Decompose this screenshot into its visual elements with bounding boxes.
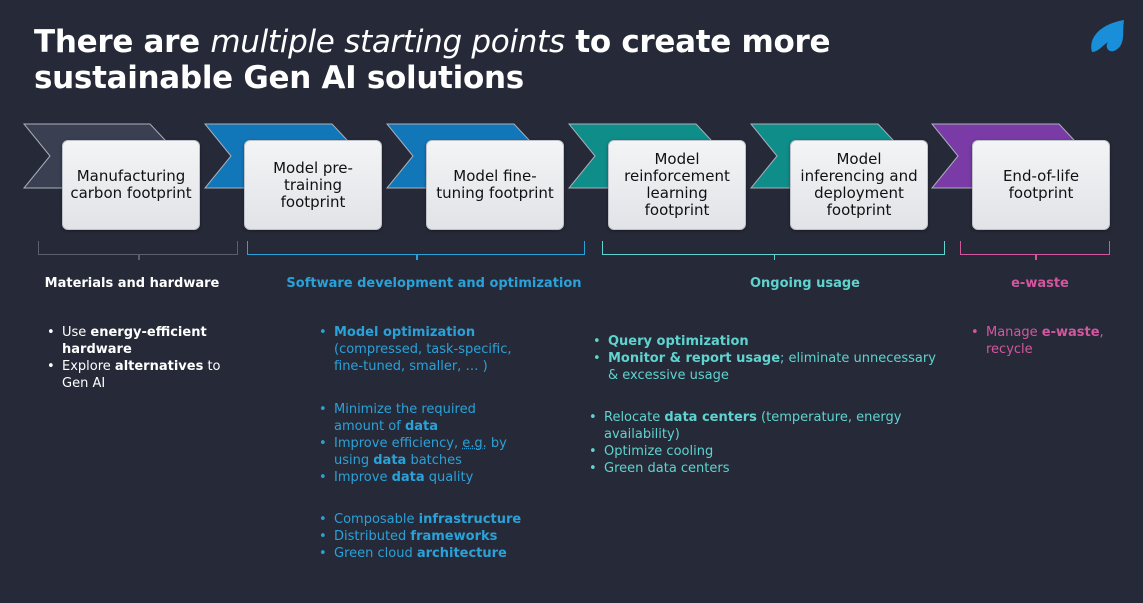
category-software: Software development and optimization xyxy=(286,276,582,291)
list-item: Green cloud architecture xyxy=(316,545,556,562)
materials-list: Use energy-efficient hardware Explore al… xyxy=(44,324,234,392)
software-list-infrastructure: Composable infrastructure Distributed fr… xyxy=(316,511,556,562)
list-item: Manage e-waste, recycle xyxy=(968,324,1118,358)
stage-box-pretraining: Model pre-training footprint xyxy=(244,140,382,230)
list-item: Optimize cooling xyxy=(586,443,906,460)
list-item: Improve data quality xyxy=(316,469,516,486)
stage-box-end-of-life: End-of-life footprint xyxy=(972,140,1110,230)
stage-box-finetuning: Model fine-tuning footprint xyxy=(426,140,564,230)
list-item: Relocate data centers (temperature, ener… xyxy=(586,409,906,443)
list-item: Distributed frameworks xyxy=(316,528,556,545)
list-item: Use energy-efficient hardware xyxy=(44,324,234,358)
list-item: Query optimization xyxy=(590,333,940,350)
title-emphasis: multiple starting points xyxy=(210,24,565,60)
usage-list-datacenters: Relocate data centers (temperature, ener… xyxy=(586,409,906,477)
list-item: Model optimization (compressed, task-spe… xyxy=(316,324,526,375)
brace-usage xyxy=(602,241,945,260)
list-item: Minimize the required amount of data xyxy=(316,401,516,435)
list-item: Monitor & report usage; eliminate unnece… xyxy=(590,350,940,384)
list-item: Explore alternatives to Gen AI xyxy=(44,358,234,392)
category-materials: Materials and hardware xyxy=(44,276,220,291)
category-ewaste: e-waste xyxy=(1011,276,1069,291)
stage-box-manufacturing: Manufacturing carbon footprint xyxy=(62,140,200,230)
stage-box-inferencing: Model inferencing and deployment footpri… xyxy=(790,140,928,230)
brace-software xyxy=(247,241,585,260)
usage-list-queries: Query optimization Monitor & report usag… xyxy=(590,333,940,384)
list-item: Improve efficiency, e.g. by using data b… xyxy=(316,435,516,469)
page-title: There are multiple starting points to cr… xyxy=(34,24,831,96)
category-usage: Ongoing usage xyxy=(750,276,860,291)
list-item: Green data centers xyxy=(586,460,906,477)
brace-ewaste xyxy=(960,241,1110,260)
spade-logo-icon xyxy=(1091,20,1124,52)
software-list-optimization: Model optimization (compressed, task-spe… xyxy=(316,324,526,375)
software-list-data: Minimize the required amount of data Imp… xyxy=(316,401,516,486)
ewaste-list: Manage e-waste, recycle xyxy=(968,324,1118,358)
stage-box-reinforcement: Model reinforcement learning footprint xyxy=(608,140,746,230)
brace-materials xyxy=(38,241,238,260)
list-item: Composable infrastructure xyxy=(316,511,556,528)
